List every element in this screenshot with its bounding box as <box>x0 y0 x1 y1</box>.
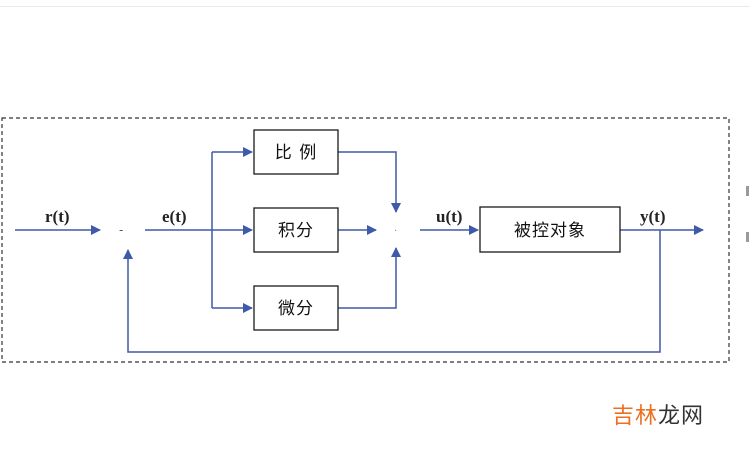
output-signal-label: y(t) <box>640 207 665 226</box>
integral-label: 积分 <box>278 221 314 241</box>
top-divider <box>0 6 750 7</box>
plant-label: 被控对象 <box>514 221 586 241</box>
derivative-output-line <box>338 247 401 309</box>
watermark-part-2: 龙网 <box>658 404 705 429</box>
derivative-label: 微分 <box>278 299 314 319</box>
proportional-output-line <box>338 151 401 213</box>
proportional-label: 比 例 <box>275 143 317 163</box>
plant-block <box>479 206 621 253</box>
edge-mark <box>746 232 749 242</box>
derivative-block <box>253 285 339 331</box>
controller-frame <box>1 117 730 363</box>
minus-sign: - <box>119 223 123 237</box>
control-signal-label: u(t) <box>436 207 462 226</box>
error-signal-label: e(t) <box>162 207 187 226</box>
watermark-logo: 吉林龙网 <box>612 398 704 430</box>
feedback-line <box>123 230 661 353</box>
summing-point: · <box>394 226 397 237</box>
reference-signal-label: r(t) <box>45 207 70 226</box>
watermark-part-1: 吉林 <box>612 404 659 429</box>
proportional-block <box>253 129 339 175</box>
edge-mark <box>746 186 749 196</box>
integral-block <box>253 207 339 253</box>
